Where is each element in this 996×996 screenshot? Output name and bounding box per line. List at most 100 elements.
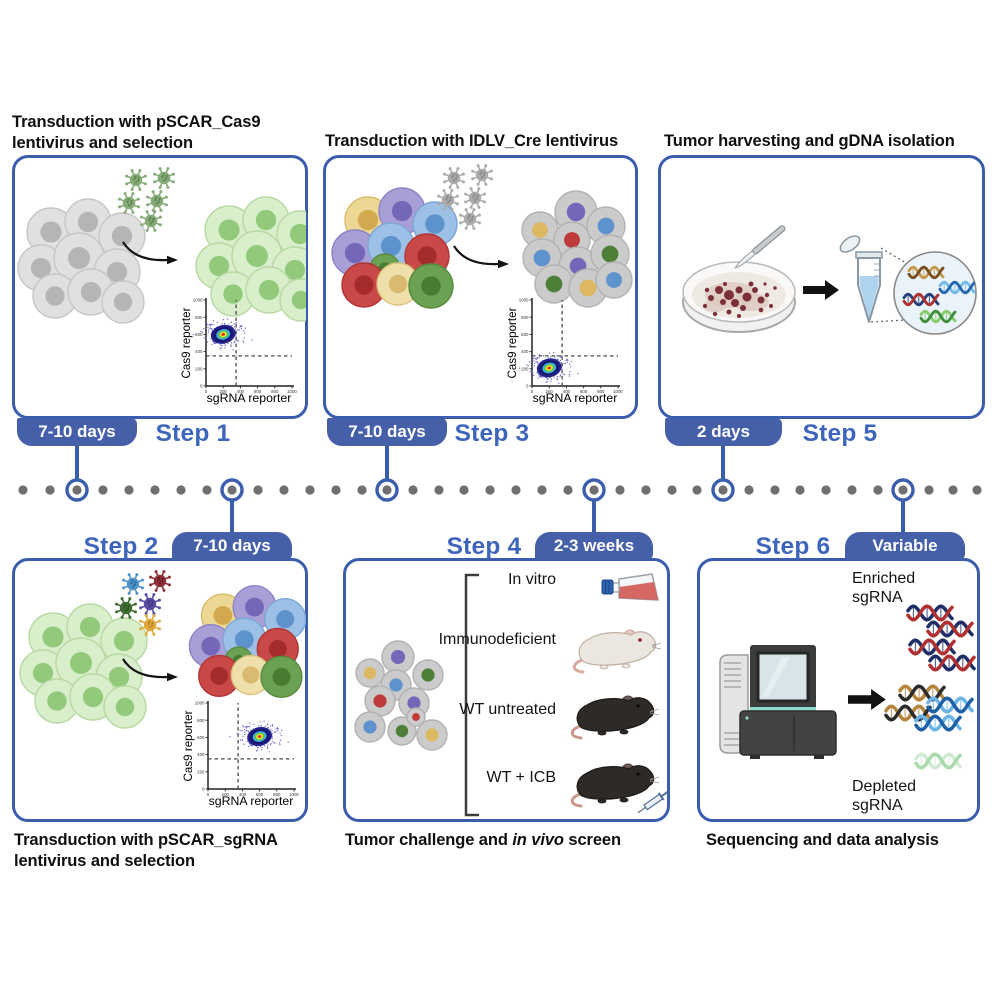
svg-text:0: 0 (526, 384, 529, 389)
timeline-dot (511, 485, 521, 495)
timeline-dot (459, 485, 469, 495)
timeline-dot (202, 485, 212, 495)
svg-text:600: 600 (195, 332, 203, 337)
timeline-dot (253, 485, 263, 495)
black-mouse-icon (570, 695, 660, 740)
timeline-dot (692, 485, 702, 495)
panel-caption-step2: Transduction with pSCAR_sgRNA lentivirus… (14, 831, 278, 870)
caption4-italic: in vivo (512, 831, 564, 849)
petri-dish-icon (682, 261, 796, 333)
curved-arrow-icon (453, 245, 509, 269)
timeline-dot (331, 485, 341, 495)
timeline-dot (537, 485, 547, 495)
virus-icon (153, 167, 175, 189)
svg-text:800: 800 (197, 718, 205, 723)
timeline-node-dot (227, 485, 237, 495)
step-label-5: Step 5 (802, 420, 878, 447)
svg-text:600: 600 (197, 735, 205, 740)
sequencer-icon (719, 645, 837, 759)
timeline-dot (795, 485, 805, 495)
svg-text:0: 0 (531, 389, 534, 394)
timeline-node-dot (72, 485, 82, 495)
virus-icon (118, 192, 140, 214)
syringe-icon (637, 791, 668, 814)
timeline-node-dot (718, 485, 728, 495)
arrow-icon (803, 280, 839, 300)
svg-text:400: 400 (237, 389, 245, 394)
virus-icon (471, 164, 493, 186)
virus-icon (139, 593, 161, 615)
svg-text:0: 0 (202, 787, 205, 792)
step-label-6: Step 6 (755, 533, 831, 560)
timeline-dot (744, 485, 754, 495)
timeline-dot (770, 485, 780, 495)
svg-text:800: 800 (271, 389, 279, 394)
svg-text:1000: 1000 (193, 298, 203, 303)
connector-step6 (901, 499, 905, 533)
virus-icon (146, 190, 168, 212)
timeline-dot (305, 485, 315, 495)
timeline-dot (972, 485, 982, 495)
timeline-dot (176, 485, 186, 495)
svg-text:0: 0 (205, 389, 208, 394)
panelS4-art (354, 573, 668, 817)
dna-helix-icon (926, 696, 974, 714)
step-label-2: Step 2 (83, 533, 159, 560)
svg-text:800: 800 (597, 389, 605, 394)
svg-text:sgRNA reporter: sgRNA reporter (207, 391, 292, 405)
duration-pill-step6: Variable (845, 532, 965, 560)
step-label-1: Step 1 (155, 420, 231, 447)
condition-wt-untreated: WT untreated (459, 701, 556, 718)
timeline-dot (18, 485, 28, 495)
caption4-pre: Tumor challenge and (345, 831, 513, 849)
flask-icon (601, 573, 659, 601)
virus-icon (464, 187, 486, 209)
condition-wt-icb: WT + ICB (486, 769, 557, 786)
virus-icon (140, 210, 162, 232)
svg-text:200: 200 (521, 366, 529, 371)
dna-helix-icon (938, 280, 976, 295)
svg-text:1000: 1000 (519, 298, 529, 303)
depleted-sgrna-label: Depleted sgRNA (852, 778, 917, 815)
timeline-dot (45, 485, 55, 495)
timeline-dot (98, 485, 108, 495)
svg-text:800: 800 (521, 315, 529, 320)
cell-cluster (188, 585, 306, 698)
timeline-dot (948, 485, 958, 495)
dna-helix-icon (906, 604, 954, 622)
timeline-dot (124, 485, 134, 495)
cell-cluster (354, 640, 448, 751)
svg-text:1000: 1000 (613, 389, 623, 394)
curved-arrow-icon (122, 241, 178, 265)
virus-icon (437, 189, 459, 211)
step-label-3: Step 3 (454, 420, 530, 447)
svg-text:Cas9 reporter: Cas9 reporter (506, 307, 519, 378)
panel-title-step5: Tumor harvesting and gDNA isolation (664, 132, 955, 150)
svg-text:200: 200 (197, 769, 205, 774)
panelS6-art (719, 604, 976, 770)
panel-step5 (658, 155, 985, 419)
timeline-node-dot (898, 485, 908, 495)
virus-icon (139, 614, 161, 636)
caption4-post: screen (563, 831, 621, 849)
svg-text:Cas9 reporter: Cas9 reporter (180, 307, 193, 378)
condition-in-vitro: In vitro (507, 571, 556, 588)
svg-text:1000: 1000 (289, 792, 299, 797)
timeline (18, 478, 982, 502)
enriched-sgrna-label: Enriched sgRNA (852, 570, 916, 607)
panel-step6: Enriched sgRNA Depleted sgRNA (697, 558, 980, 822)
black-mouse-icon (570, 763, 660, 808)
duration-pill-step5: 2 days (665, 418, 782, 446)
svg-text:1000: 1000 (287, 389, 297, 394)
timeline-dot (873, 485, 883, 495)
white-mouse-icon (572, 629, 662, 674)
panel-caption-step6: Sequencing and data analysis (706, 831, 939, 849)
svg-text:600: 600 (521, 332, 529, 337)
timeline-dot (408, 485, 418, 495)
duration-pill-step2: 7-10 days (172, 532, 292, 560)
